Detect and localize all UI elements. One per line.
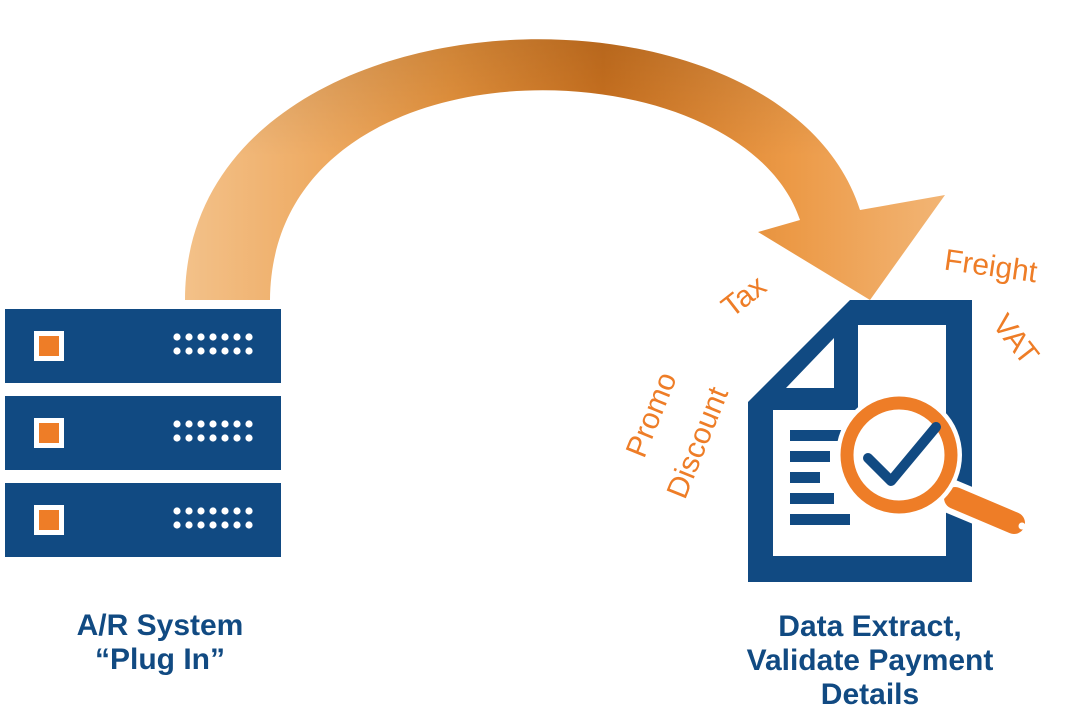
arrow-shade	[185, 39, 945, 300]
ar-system-caption-line1: A/R System	[76, 609, 244, 642]
data-extract-caption-line2: Validate Payment	[746, 644, 994, 677]
data-extract-caption-line3: Details	[820, 678, 920, 711]
server-unit	[5, 483, 281, 557]
document-magnifier-check-icon	[748, 300, 1034, 582]
data-extract-caption: Data Extract, Validate Payment Details	[690, 610, 1050, 712]
document-lines	[790, 430, 850, 525]
curved-arrow-icon	[185, 39, 945, 300]
ar-system-caption: A/R System “Plug In”	[0, 609, 320, 677]
ar-system-caption-line2: “Plug In”	[95, 643, 225, 676]
document-fold	[786, 338, 834, 388]
server-rack-icon	[5, 309, 281, 557]
checkmark-icon	[863, 422, 941, 486]
server-unit	[5, 309, 281, 383]
magnifier-icon	[836, 392, 1034, 541]
server-unit	[5, 396, 281, 470]
data-extract-caption-line1: Data Extract,	[778, 610, 962, 643]
